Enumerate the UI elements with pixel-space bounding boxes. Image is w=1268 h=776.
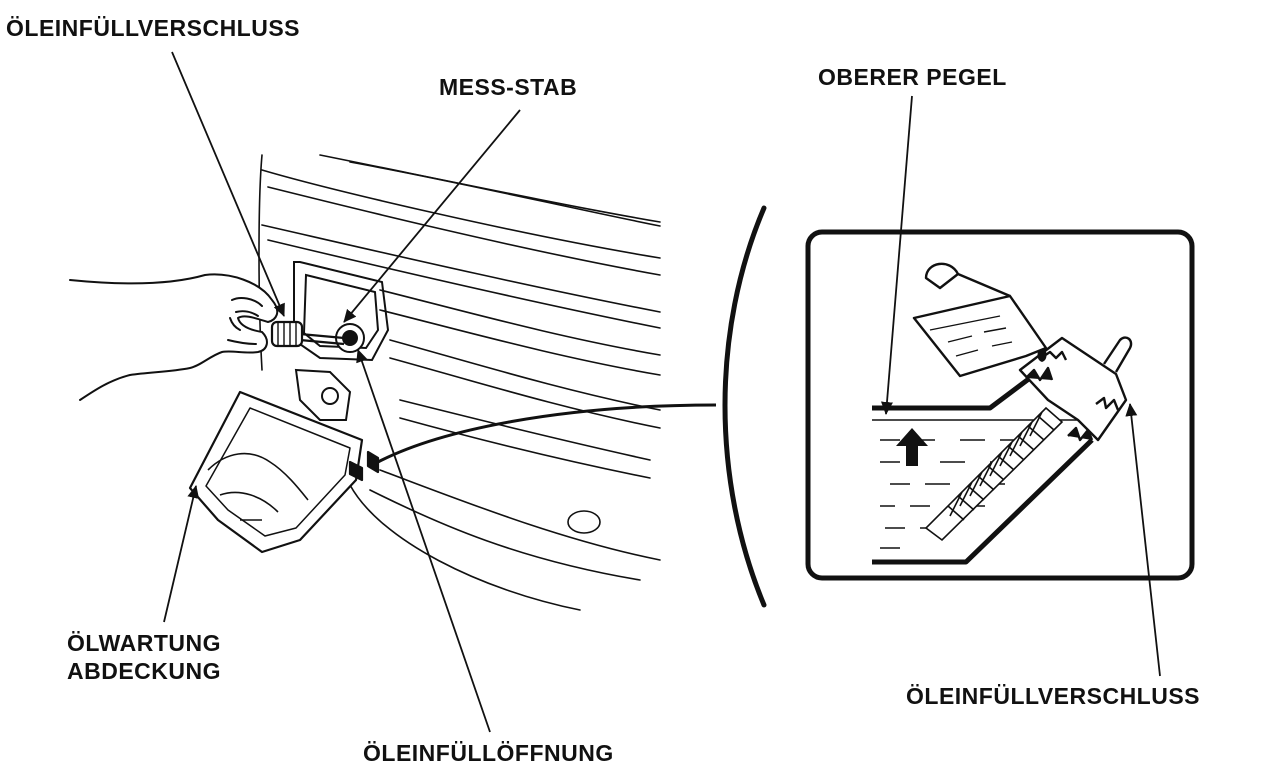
leader-upper-level xyxy=(880,95,913,415)
inset-frame xyxy=(805,229,1195,581)
level-up-arrow-icon xyxy=(896,428,928,466)
engine-housing xyxy=(258,154,661,611)
leader-lines xyxy=(163,51,1161,733)
leader-dipstick xyxy=(343,109,521,323)
hand-illustration xyxy=(69,273,279,401)
label-oil-service-cover-line1: ÖLWARTUNG xyxy=(67,630,221,656)
inset-dipstick xyxy=(924,406,1064,542)
oil-jug-icon xyxy=(912,262,1048,378)
label-dipstick: MESS-STAB xyxy=(439,74,578,100)
leader-filler-opening xyxy=(356,349,491,733)
oil-container xyxy=(872,376,1094,565)
leader-service-cover xyxy=(163,485,200,623)
inset-filler-neck xyxy=(1018,336,1133,442)
zoom-bracket-arc xyxy=(722,205,767,608)
label-oil-fill-cap-top: ÖLEINFÜLLVERSCHLUSS xyxy=(6,15,301,41)
label-upper-level: OBERER PEGEL xyxy=(818,64,1007,90)
detail-inset xyxy=(805,229,1195,581)
leader-fill-cap-right xyxy=(1125,403,1161,677)
service-cover-illustration xyxy=(188,390,380,554)
label-oil-filler-opening: ÖLEINFÜLLÖFFNUNG xyxy=(363,740,614,766)
dipstick-shaft xyxy=(270,320,345,348)
label-oil-service-cover: ÖLWARTUNG ABDECKUNG xyxy=(67,629,221,685)
label-oil-service-cover-line2: ABDECKUNG xyxy=(67,658,221,684)
zoom-connector-line xyxy=(377,403,717,464)
label-oil-fill-cap-right: ÖLEINFÜLLVERSCHLUSS xyxy=(906,683,1201,709)
leader-fill-cap-top xyxy=(171,51,285,317)
